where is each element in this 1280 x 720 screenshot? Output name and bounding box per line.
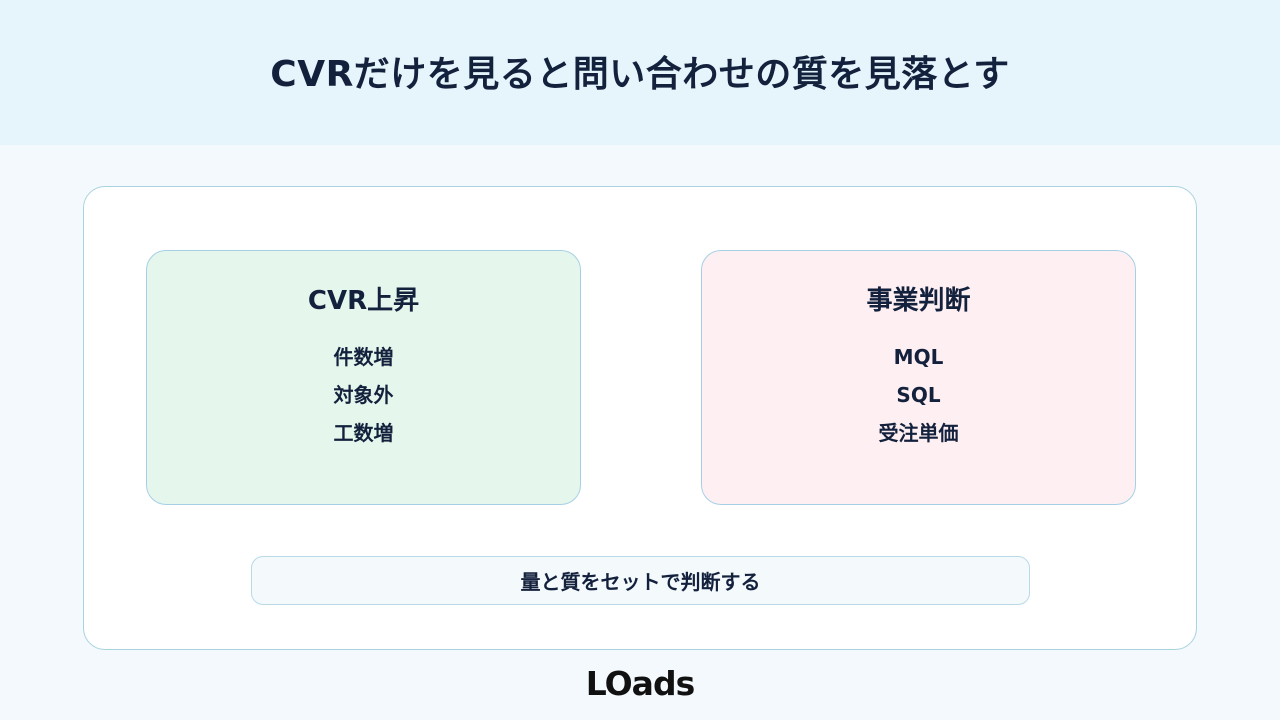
header-band: CVRだけを見ると問い合わせの質を見落とす [0, 0, 1280, 145]
cvr-rise-card-title: CVR上昇 [307, 286, 420, 316]
list-item: 対象外 [333, 383, 394, 407]
page-title: CVRだけを見ると問い合わせの質を見落とす [270, 53, 1010, 95]
cvr-rise-card: CVR上昇 件数増 対象外 工数増 [146, 250, 581, 505]
business-decision-card: 事業判断 MQL SQL 受注単価 [701, 250, 1136, 505]
list-item: 工数増 [333, 421, 394, 445]
business-decision-card-title: 事業判断 [866, 286, 971, 316]
conclusion-box: 量と質をセットで判断する [251, 556, 1030, 605]
list-item: 件数増 [333, 345, 394, 369]
business-decision-item-list: MQL SQL 受注単価 [702, 344, 1135, 458]
list-item: SQL [896, 383, 941, 407]
conclusion-text: 量と質をセットで判断する [520, 570, 761, 594]
loads-logo: LOads [585, 664, 695, 703]
list-item: 受注単価 [878, 421, 959, 445]
cvr-rise-item-list: 件数増 対象外 工数増 [147, 344, 580, 458]
list-item: MQL [893, 345, 944, 369]
